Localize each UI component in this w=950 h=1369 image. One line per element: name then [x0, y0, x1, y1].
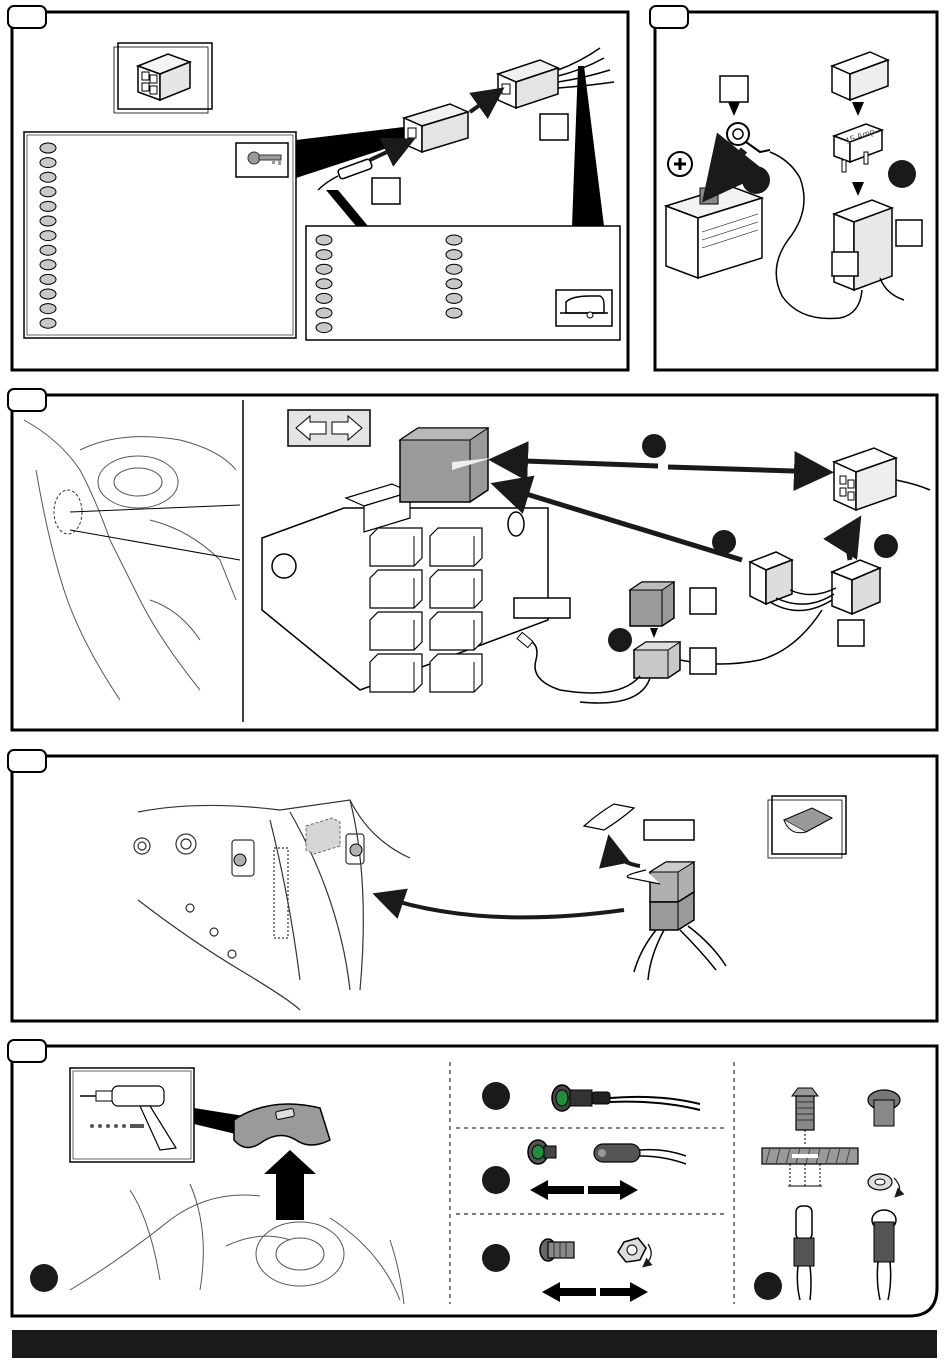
pin-oval [316, 293, 332, 303]
pin-oval [316, 279, 332, 289]
plus-icon [668, 152, 692, 176]
drill-icon-box [70, 1068, 194, 1162]
pin-oval [40, 187, 56, 197]
pin-oval [40, 260, 56, 270]
pin-oval [40, 172, 56, 182]
pin-oval [40, 304, 56, 314]
callout-box-2 [372, 178, 400, 204]
pin-oval [316, 235, 332, 245]
step-dot [30, 1264, 58, 1292]
step-badge [8, 750, 46, 772]
module-pin-list [24, 132, 296, 338]
step-dot [482, 1082, 510, 1110]
pin-oval [40, 216, 56, 226]
label-tag [514, 598, 570, 618]
step-badge [8, 1040, 46, 1062]
pin-oval [40, 231, 56, 241]
pin-oval [40, 158, 56, 168]
step-dot [742, 166, 770, 194]
pin-oval [446, 293, 462, 303]
step-dot [874, 534, 898, 558]
step-badge [650, 6, 688, 28]
adhesive-tape-icon [768, 796, 846, 858]
key-icon [236, 143, 288, 177]
pin-oval [316, 308, 332, 318]
pin-oval [446, 235, 462, 245]
adapter-plug [750, 552, 792, 604]
pin-oval [316, 264, 332, 274]
trailer-module [400, 428, 492, 502]
panel-mounting [8, 750, 937, 1021]
left-right-arrows-icon [288, 410, 370, 446]
callout-box-7 [690, 648, 716, 674]
pin-oval [40, 318, 56, 328]
callout-box-6 [690, 588, 716, 614]
step-dot [712, 530, 736, 554]
pin-oval [446, 279, 462, 289]
pin-oval [446, 250, 462, 260]
panel-section [762, 1148, 858, 1164]
callout-box-1 [540, 114, 568, 140]
step-badge [8, 389, 46, 411]
step-dot [482, 1166, 510, 1194]
step-dot [888, 160, 916, 188]
pin-oval [316, 250, 332, 260]
label-tag [644, 820, 694, 840]
callout-box-5 [838, 620, 864, 646]
step-dot [482, 1244, 510, 1272]
panel-relay [8, 389, 937, 730]
caravan-icon [556, 290, 612, 326]
footer-bar [12, 1330, 937, 1358]
step-dot [754, 1272, 782, 1300]
step-dot [608, 628, 632, 652]
step-dot [642, 434, 666, 458]
panel-battery-fuse: 15 Amp [650, 6, 937, 370]
pin-oval [40, 274, 56, 284]
pin-oval [40, 245, 56, 255]
threaded-body [540, 1239, 574, 1261]
connector-icon-box [114, 43, 212, 113]
panel-wiring [8, 6, 628, 370]
trailer-pin-list [306, 226, 620, 340]
adapter-socket [832, 560, 880, 614]
pin-oval [316, 323, 332, 333]
pin-oval [40, 201, 56, 211]
pin-oval [40, 289, 56, 299]
pin-oval [446, 308, 462, 318]
pin-oval [40, 143, 56, 153]
bolt [792, 1088, 818, 1130]
callout-box-4 [896, 220, 922, 246]
pin-oval [446, 264, 462, 274]
panel-indicator [8, 1040, 937, 1316]
callout-box-3 [720, 76, 748, 102]
step-badge [8, 6, 46, 28]
relay [630, 582, 674, 626]
